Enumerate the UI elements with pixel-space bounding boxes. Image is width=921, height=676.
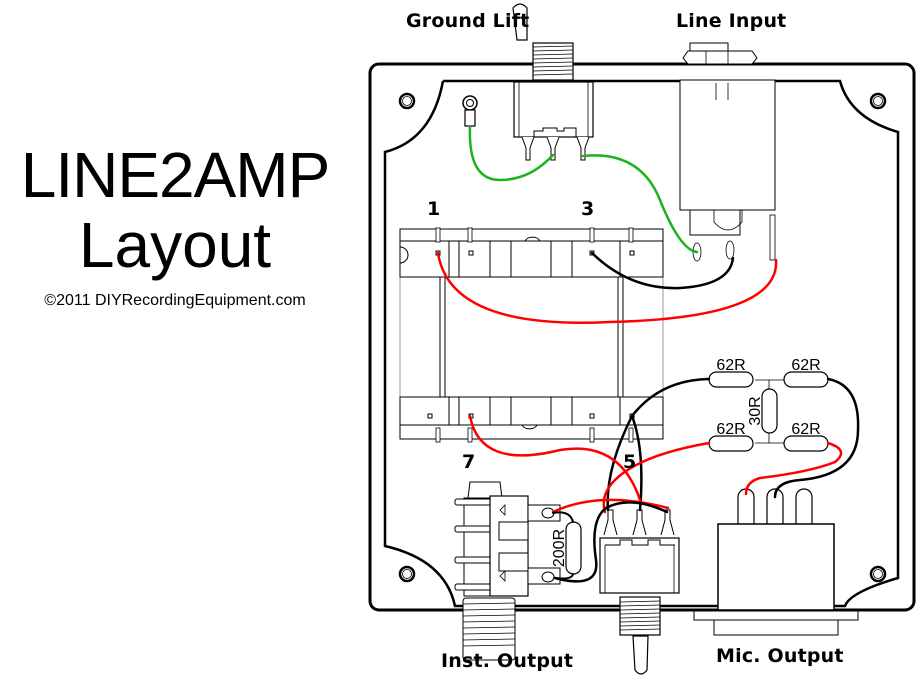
diagram-title: LINE2AMP xyxy=(20,139,331,211)
resistor-label: 62R xyxy=(791,421,820,438)
cold-wire-mic xyxy=(773,377,860,499)
resistor-label: 62R xyxy=(716,357,745,374)
resistor-label: 62R xyxy=(716,421,745,438)
hot-wire-output-pin7 xyxy=(468,414,642,502)
ground-lift-label: Ground Lift xyxy=(406,10,530,32)
transformer-pin-5-label: 5 xyxy=(623,451,637,473)
transformer-pin-3-label: 3 xyxy=(581,198,595,220)
line-input-jack xyxy=(679,42,776,262)
resistor-lead-top xyxy=(552,511,574,523)
inst-output-jack xyxy=(454,481,561,661)
hot-wire-mic xyxy=(744,441,843,496)
resistor-label: 200R xyxy=(551,529,568,567)
resistor-200r xyxy=(565,521,582,575)
cold-wire-output-b xyxy=(630,414,643,512)
mic-output-label: Mic. Output xyxy=(716,645,844,667)
resistor-label: 62R xyxy=(791,357,820,374)
cold-wire-inst xyxy=(553,501,669,583)
ground-lift-switch xyxy=(512,3,594,161)
resistor-62r-top-right xyxy=(783,371,829,388)
resistor-62r-bottom-left xyxy=(708,435,754,452)
resistor-network xyxy=(708,371,829,452)
copyright-notice: ©2011 DIYRecordingEquipment.com xyxy=(44,292,306,309)
hot-wire-inst xyxy=(551,498,670,514)
transformer xyxy=(399,227,664,443)
transformer-pin-1-label: 1 xyxy=(427,198,441,220)
mounting-hole-top-right xyxy=(869,92,887,110)
resistor-62r-bottom-right xyxy=(783,435,829,452)
ground-wire-lug xyxy=(468,125,555,182)
mic-output-jack xyxy=(693,488,859,636)
mounting-hole-top-left xyxy=(398,92,416,110)
resistor-30r xyxy=(761,388,778,434)
wires xyxy=(436,125,860,583)
ground-lug-icon xyxy=(462,95,478,127)
toggle-lever-icon xyxy=(512,3,528,41)
ground-wire-jack xyxy=(581,154,699,254)
diagram-subtitle: Layout xyxy=(78,209,272,281)
mounting-hole-bottom-left xyxy=(398,565,416,583)
cold-wire-input xyxy=(590,251,735,290)
hot-wire-resistor xyxy=(602,441,711,514)
toggle-lever-icon xyxy=(632,635,649,675)
resistor-label: 30R xyxy=(747,396,764,425)
transformer-pin-7-label: 7 xyxy=(462,451,476,473)
line-input-label: Line Input xyxy=(676,10,787,32)
enclosure-inner-outline xyxy=(383,79,900,608)
inst-output-label: Inst. Output xyxy=(441,650,574,672)
resistor-lead-bottom xyxy=(554,573,574,580)
output-selector-switch xyxy=(599,509,680,675)
hot-wire-input xyxy=(436,251,778,324)
resistor-62r-top-left xyxy=(708,371,754,388)
mounting-hole-bottom-right xyxy=(869,565,887,583)
